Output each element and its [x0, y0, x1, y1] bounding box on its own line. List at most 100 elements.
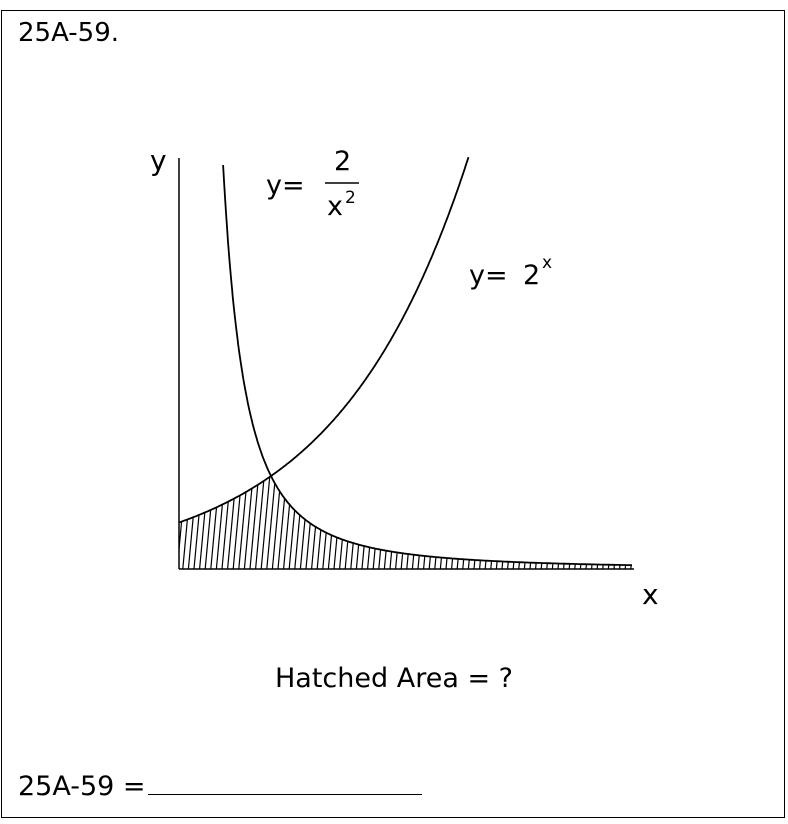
hatch-line — [456, 476, 467, 569]
hatch-line — [327, 476, 338, 569]
hatch-line — [630, 476, 632, 569]
hatch-line — [266, 476, 277, 569]
hatch-line — [473, 476, 484, 569]
curve1-label: y= 2 x 2 — [266, 146, 359, 222]
hatch-line — [361, 476, 372, 569]
hatch-line — [642, 474, 651, 571]
hatch-line — [574, 476, 585, 569]
hatch-line — [210, 476, 221, 569]
hatch-line — [378, 476, 389, 569]
hatch-line — [249, 476, 260, 569]
hatch-line — [551, 476, 562, 569]
hatch-line — [389, 476, 400, 569]
hatch-line — [338, 476, 349, 569]
curve-exponential — [178, 156, 470, 524]
hatch-line — [288, 476, 299, 569]
hatch-line — [394, 476, 405, 569]
hatch-line — [383, 476, 394, 569]
curve1-denominator-exponent: 2 — [345, 188, 356, 208]
y-axis-label: y — [150, 144, 167, 177]
hatch-line — [512, 476, 523, 569]
hatch-line — [406, 476, 417, 569]
hatch-line — [238, 476, 249, 569]
hatch-line — [568, 476, 579, 569]
hatch-line — [271, 476, 282, 569]
hatch-line — [260, 476, 271, 569]
hatch-line — [562, 476, 573, 569]
curve2-exponent: x — [542, 253, 552, 273]
problem-frame — [1, 10, 785, 818]
hatch-line — [596, 476, 607, 569]
answer-line: 25A-59 = — [18, 768, 422, 803]
hatch-line — [450, 476, 461, 569]
hatch-line — [366, 476, 377, 569]
hatch-line — [484, 476, 495, 569]
hatch-line — [462, 476, 473, 569]
hatch-line — [613, 476, 624, 569]
hatch-line — [540, 476, 551, 569]
hatch-line — [607, 476, 618, 569]
hatch-line — [182, 476, 193, 569]
hatch-line — [160, 474, 169, 571]
hatch-line — [602, 476, 613, 569]
curve-reciprocal-square — [222, 165, 632, 567]
hatch-line — [534, 476, 545, 569]
hatch-line — [478, 476, 489, 569]
question-text: Hatched Area = ? — [275, 663, 513, 694]
hatch-line — [193, 476, 204, 569]
hatch-line — [518, 476, 529, 569]
hatch-line — [221, 476, 232, 569]
hatch-line — [166, 474, 175, 571]
hatch-line — [585, 476, 596, 569]
hatch-line — [322, 476, 333, 569]
hatch-line — [501, 476, 512, 569]
curve2-label: y= 2 x — [469, 253, 552, 291]
curve2-label-prefix: y= — [469, 260, 508, 291]
curve1-numerator: 2 — [334, 146, 351, 177]
hatch-line — [467, 476, 478, 569]
hatch-line — [445, 476, 456, 569]
hatch-line — [155, 474, 164, 571]
hatch-line — [618, 476, 629, 569]
hatch-line — [254, 476, 265, 569]
answer-prefix: 25A-59 = — [18, 771, 146, 802]
hatch-line — [187, 476, 198, 569]
hatch-line — [204, 476, 215, 569]
hatch-line — [198, 476, 209, 569]
hatch-line — [506, 476, 517, 569]
hatch-line — [400, 476, 411, 569]
hatch-line — [523, 476, 534, 569]
hatch-line — [490, 476, 501, 569]
hatch-line — [277, 476, 288, 569]
hatch-line — [310, 476, 321, 569]
hatch-line — [439, 476, 450, 569]
hatch-line — [333, 476, 344, 569]
hatch-line — [590, 476, 601, 569]
hatch-line — [243, 476, 254, 569]
hatch-line — [316, 476, 327, 569]
curve1-denominator-base: x — [327, 191, 343, 222]
problem-id: 25A-59. — [18, 18, 120, 48]
hatch-line — [350, 476, 361, 569]
hatch-line — [557, 476, 568, 569]
hatch-line — [411, 476, 422, 569]
hatch-line — [215, 476, 226, 569]
hatch-line — [232, 476, 243, 569]
hatch-line — [149, 474, 158, 571]
hatch-line — [282, 476, 293, 569]
hatch-line — [636, 474, 645, 571]
hatch-line — [355, 476, 366, 569]
hatched-region — [149, 474, 651, 571]
answer-blank[interactable] — [147, 768, 422, 795]
hatch-line — [344, 476, 355, 569]
hatch-line — [294, 476, 305, 569]
curve2-base: 2 — [523, 260, 540, 291]
hatch-line — [579, 476, 590, 569]
hatch-line — [372, 476, 383, 569]
hatch-line — [624, 476, 632, 569]
hatch-line — [529, 476, 540, 569]
curve1-label-prefix: y= — [266, 170, 305, 201]
hatch-line — [226, 476, 237, 569]
hatch-line — [546, 476, 557, 569]
